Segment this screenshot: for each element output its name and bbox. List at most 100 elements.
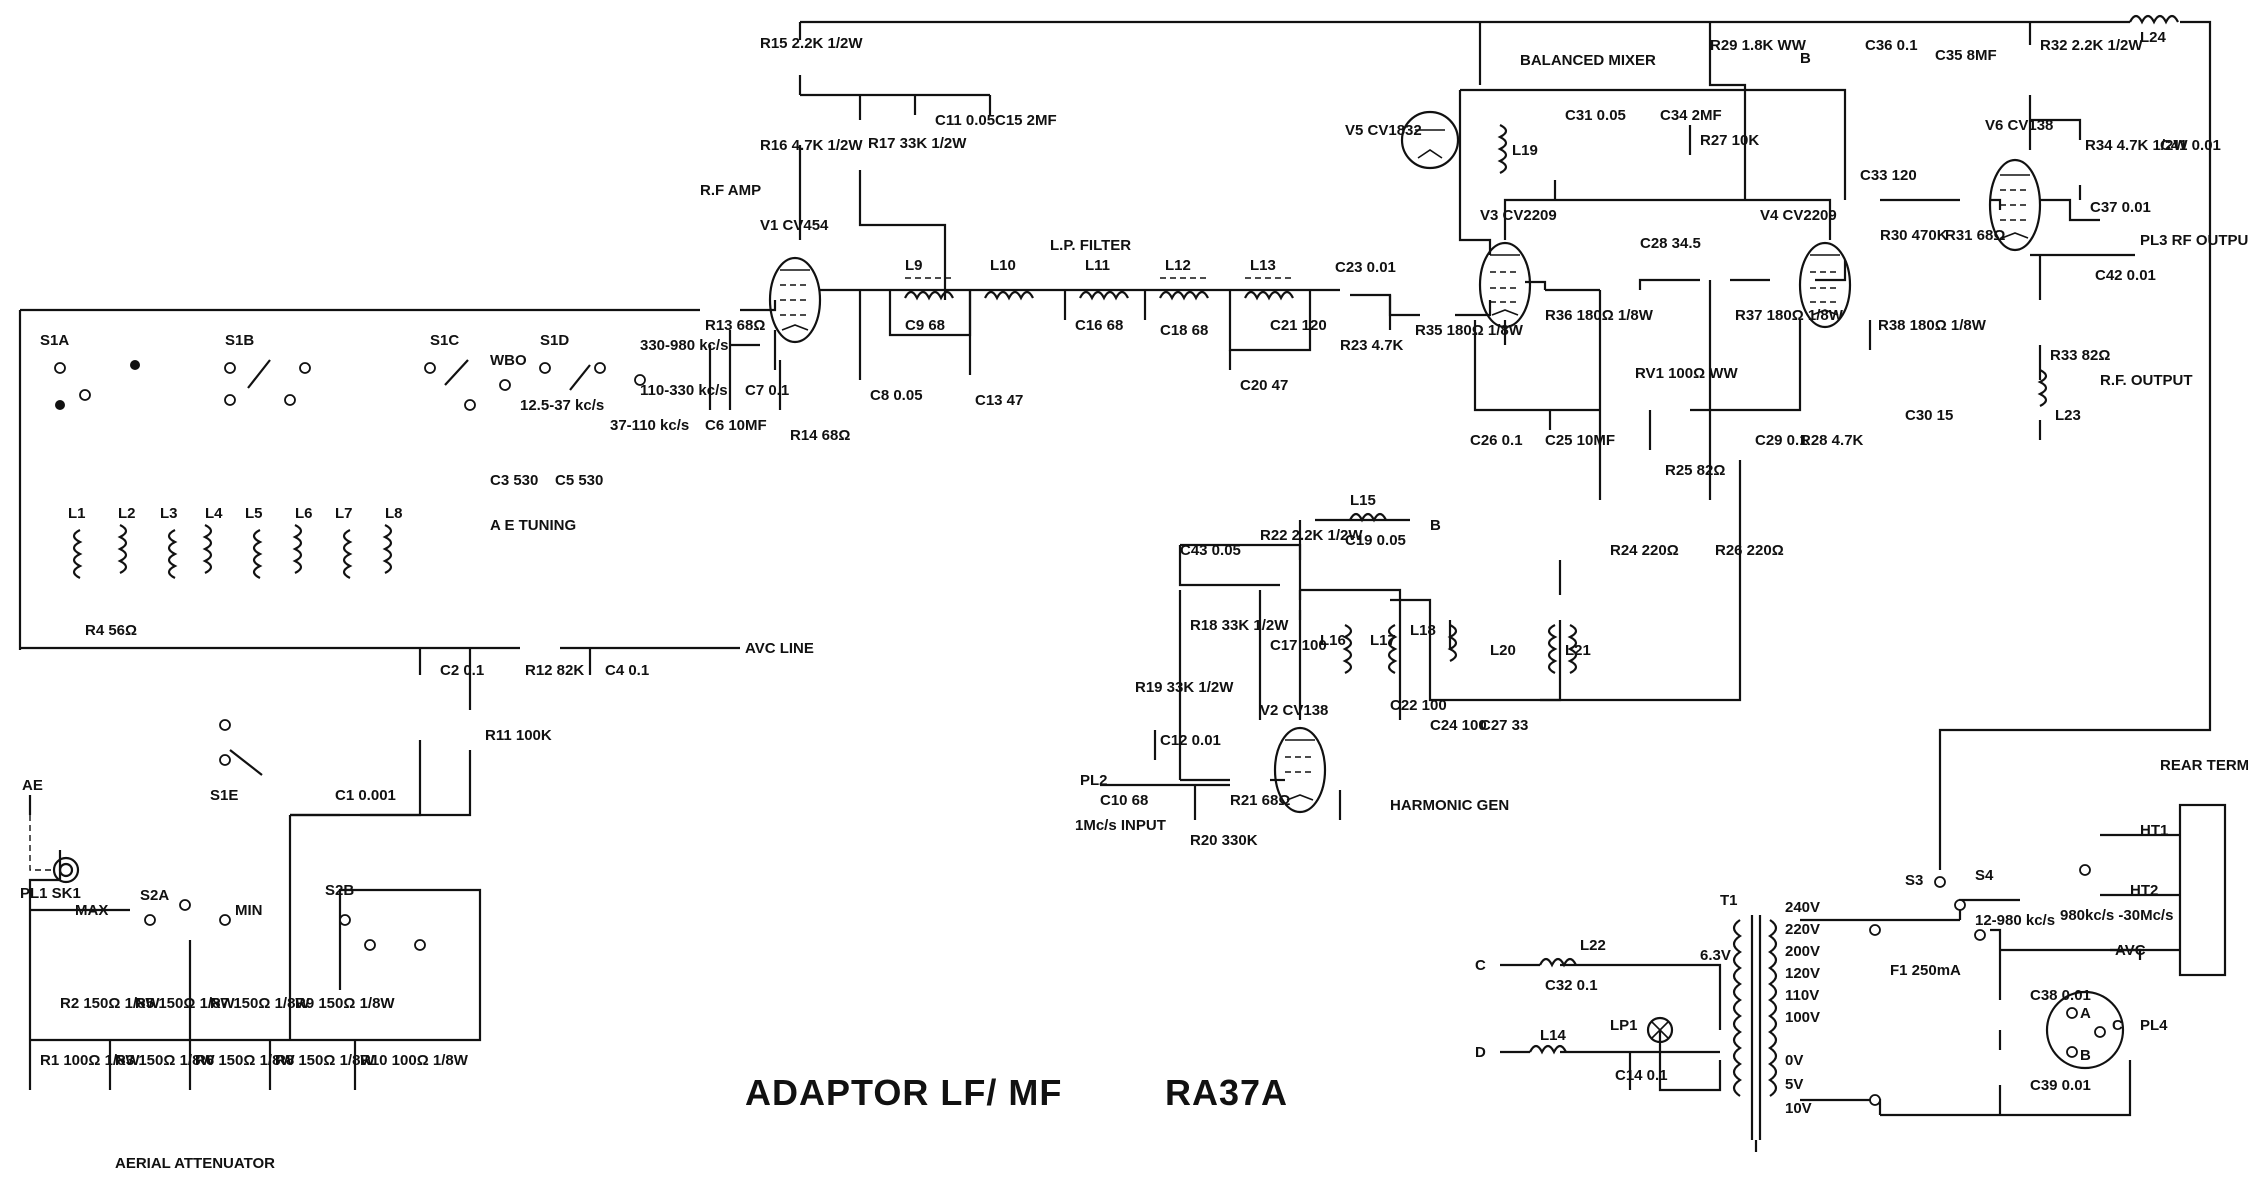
label-r5: R5 150Ω 1/8W <box>135 995 235 1012</box>
inductor-label-l9: L9 <box>905 257 923 274</box>
label-r21: R21 68Ω <box>1230 792 1290 809</box>
label-s4: S4 <box>1975 867 1994 884</box>
label-rv1: RV1 100Ω WW <box>1635 365 1738 382</box>
label-band2: 12.5-37 kc/s <box>520 397 604 414</box>
label-r3: R3 150Ω 1/8W <box>115 1052 215 1069</box>
label-r4: R4 56Ω <box>85 622 137 639</box>
tap-label: 100V <box>1785 1009 1820 1026</box>
label-c6: C6 10MF <box>705 417 767 434</box>
label-c23: C23 0.01 <box>1335 259 1396 276</box>
label-c37: C37 0.01 <box>2090 199 2151 216</box>
section-rf-amp: R.F AMP <box>700 182 761 199</box>
inductor-label-l7: L7 <box>335 505 353 522</box>
label-s1b: S1B <box>225 332 254 349</box>
label-r6: R6 150Ω 1/8W <box>195 1052 295 1069</box>
wiring <box>18 20 2212 1117</box>
label-c39: C39 0.01 <box>2030 1077 2091 1094</box>
tube-label-v4: V4 CV2209 <box>1760 207 1837 224</box>
tap-label: 240V <box>1785 899 1820 916</box>
label-l21: L21 <box>1565 642 1591 659</box>
label-s1a: S1A <box>40 332 69 349</box>
label-l24: L24 <box>2140 29 2167 46</box>
inductor-label-l5: L5 <box>245 505 263 522</box>
ae-coils <box>72 124 2048 1055</box>
label-ht1: HT1 <box>2140 822 2168 839</box>
label-c15: C15 2MF <box>995 112 1057 129</box>
label-r2: R2 150Ω 1/8W <box>60 995 160 1012</box>
label-pl3: PL3 RF OUTPUT <box>2140 232 2248 249</box>
v4-tube <box>1798 241 1852 329</box>
label-r16: R16 4.7K 1/2W <box>760 137 863 154</box>
tap-label: 0V <box>1785 1052 1803 1069</box>
label-c3: C3 530 <box>490 472 538 489</box>
label-c27: C27 33 <box>1480 717 1528 734</box>
lamp-lp1 <box>1646 1016 1674 1044</box>
label-r28: R28 4.7K <box>1800 432 1864 449</box>
section-avc-line: AVC LINE <box>745 640 814 657</box>
label-c19: C19 0.05 <box>1345 532 1406 549</box>
label-s1c: S1C <box>430 332 459 349</box>
label-band1: 330-980 kc/s <box>640 337 728 354</box>
label-r38: R38 180Ω 1/8W <box>1878 317 1987 334</box>
label-c12: C12 0.01 <box>1160 732 1221 749</box>
label-c8: C8 0.05 <box>870 387 923 404</box>
label-max: MAX <box>75 902 108 919</box>
label-c22: C22 100 <box>1390 697 1447 714</box>
v6-tube <box>1988 158 2042 252</box>
section-aerial-attenuator: AERIAL ATTENUATOR <box>115 1155 275 1172</box>
label-r24: R24 220Ω <box>1610 542 1679 559</box>
tube-label-v2: V2 CV138 <box>1260 702 1328 719</box>
label-c41: C41 0.01 <box>2160 137 2221 154</box>
section-balanced-mixer: BALANCED MIXER <box>1520 52 1656 69</box>
label-c25: C25 10MF <box>1545 432 1615 449</box>
tube-label-v3: V3 CV2209 <box>1480 207 1557 224</box>
label-c14: C14 0.1 <box>1615 1067 1668 1084</box>
label-c26: C26 0.1 <box>1470 432 1523 449</box>
tap-label: 10V <box>1785 1100 1812 1117</box>
inductor-label-l13: L13 <box>1250 257 1276 274</box>
label-c35: C35 8MF <box>1935 47 1997 64</box>
label-r32: R32 2.2K 1/2W <box>2040 37 2143 54</box>
v2-tube <box>1273 726 1327 814</box>
pl4-pin-label: A <box>2080 1005 2091 1022</box>
label-ht2range: 980kc/s -30Mc/s <box>2060 907 2173 924</box>
inductor-label-l11: L11 <box>1085 257 1110 274</box>
inductor-label-l4: L4 <box>205 505 223 522</box>
label-c16: C16 68 <box>1075 317 1123 334</box>
section-harmonic-gen: HARMONIC GEN <box>1390 797 1509 814</box>
label-c28: C28 34.5 <box>1640 235 1701 252</box>
pl4-pin-label: B <box>2080 1047 2091 1064</box>
tap-label: 5V <box>1785 1076 1803 1093</box>
label-r25: R25 82Ω <box>1665 462 1725 479</box>
inductor-label-l19: L19 <box>1512 142 1538 159</box>
label-r12: R12 82K <box>525 662 584 679</box>
section-lp-filter: L.P. FILTER <box>1050 237 1131 254</box>
label-c20: C20 47 <box>1240 377 1288 394</box>
label-input: 1Mc/s INPUT <box>1075 817 1166 834</box>
label-l15: L15 <box>1350 492 1376 509</box>
inductor-label-l8: L8 <box>385 505 403 522</box>
label-c4: C4 0.1 <box>605 662 649 679</box>
label-s1e: S1E <box>210 787 238 804</box>
label-r31: R31 68Ω <box>1945 227 2005 244</box>
section-rear-terminal-strip: REAR TERMINAL STRIP <box>2160 757 2248 774</box>
ae-socket <box>28 795 80 884</box>
inductor-label-l6: L6 <box>295 505 313 522</box>
label-c31: C31 0.05 <box>1565 107 1626 124</box>
tubes <box>768 110 2042 814</box>
label-pl1: PL1 SK1 <box>20 885 81 902</box>
label-r26: R26 220Ω <box>1715 542 1784 559</box>
label-r37: R37 180Ω 1/8W <box>1735 307 1844 324</box>
rear-terminal-strip <box>2100 803 2227 977</box>
label-r34: R34 4.7K 1/2W <box>2085 137 2188 154</box>
tube-label-v5: V5 CV1832 <box>1345 122 1422 139</box>
label-l22: L22 <box>1580 937 1606 954</box>
label-c42: C42 0.01 <box>2095 267 2156 284</box>
label-r14: R14 68Ω <box>790 427 850 444</box>
label-c32: C32 0.1 <box>1545 977 1598 994</box>
label-r36: R36 180Ω 1/8W <box>1545 307 1654 324</box>
label-c5: C5 530 <box>555 472 603 489</box>
label-ae: AE <box>22 777 43 794</box>
tube-label-v1: V1 CV454 <box>760 217 829 234</box>
